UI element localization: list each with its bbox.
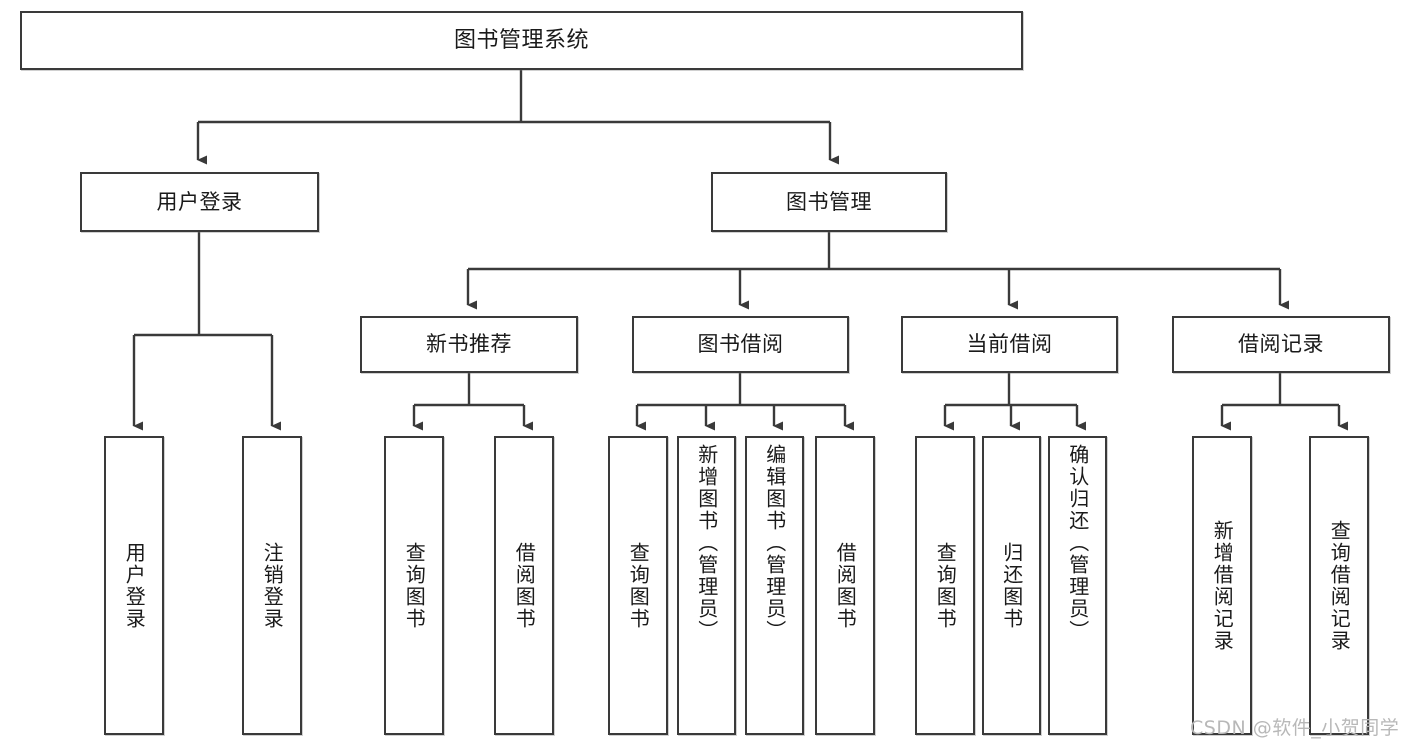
node-label: 借阅图书 [512, 541, 537, 630]
node-label: 图书管理 [786, 189, 872, 214]
node-label: 当前借阅 [966, 332, 1053, 357]
node-label: 用户登录 [122, 541, 147, 630]
node-leaf-return-book[interactable]: 归还图书 [982, 436, 1041, 735]
node-leaf-edit-book[interactable]: 编辑图书（管理员） [745, 436, 804, 735]
node-leaf-query-record[interactable]: 查询借阅记录 [1309, 436, 1369, 735]
node-leaf-query-book-2[interactable]: 查询图书 [608, 436, 668, 735]
node-label: 查询图书 [626, 541, 651, 630]
node-leaf-borrow-book-1[interactable]: 借阅图书 [494, 436, 554, 735]
node-user-login[interactable]: 用户登录 [80, 172, 319, 232]
node-leaf-query-book-3[interactable]: 查询图书 [915, 436, 975, 735]
node-label: 确认归还（管理员） [1065, 444, 1090, 642]
node-book-borrow[interactable]: 图书借阅 [632, 316, 849, 373]
node-label: 归还图书 [999, 541, 1024, 630]
node-label: 注销登录 [260, 541, 285, 630]
node-leaf-add-book[interactable]: 新增图书（管理员） [677, 436, 736, 735]
node-leaf-add-record[interactable]: 新增借阅记录 [1192, 436, 1252, 735]
node-label: 新增图书（管理员） [694, 444, 719, 642]
node-leaf-user-logout[interactable]: 注销登录 [242, 436, 302, 735]
node-label: 查询借阅记录 [1327, 519, 1352, 652]
node-root-system[interactable]: 图书管理系统 [20, 11, 1023, 70]
node-new-book-recommend[interactable]: 新书推荐 [360, 316, 578, 373]
node-leaf-confirm-return[interactable]: 确认归还（管理员） [1048, 436, 1107, 735]
node-label: 图书管理系统 [453, 27, 589, 53]
node-leaf-user-login[interactable]: 用户登录 [104, 436, 164, 735]
node-label: 查询图书 [933, 541, 958, 630]
node-label: 借阅记录 [1238, 332, 1324, 357]
node-current-borrow[interactable]: 当前借阅 [901, 316, 1118, 373]
node-label: 编辑图书（管理员） [762, 444, 787, 642]
node-label: 新增借阅记录 [1210, 519, 1235, 652]
node-label: 新书推荐 [426, 332, 512, 357]
node-leaf-query-book-1[interactable]: 查询图书 [384, 436, 444, 735]
csdn-watermark: CSDN @软件_小贺同学 [1190, 717, 1400, 739]
node-leaf-borrow-book-2[interactable]: 借阅图书 [815, 436, 875, 735]
node-borrow-record[interactable]: 借阅记录 [1172, 316, 1390, 373]
node-label: 图书借阅 [697, 332, 784, 357]
node-book-manage[interactable]: 图书管理 [711, 172, 947, 232]
node-label: 用户登录 [156, 189, 243, 214]
node-label: 查询图书 [402, 541, 427, 630]
node-label: 借阅图书 [833, 541, 858, 630]
